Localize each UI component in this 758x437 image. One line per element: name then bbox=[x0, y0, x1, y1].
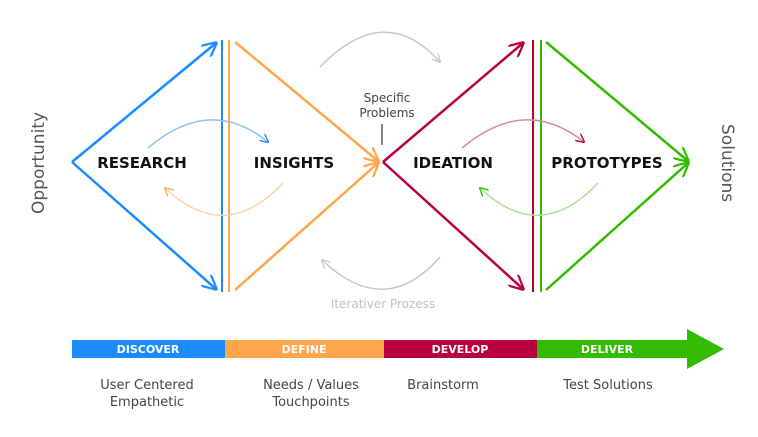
iteration-arrow-research-forward bbox=[147, 119, 268, 149]
process-arrow-bottom bbox=[322, 256, 441, 290]
deliver-diamond-half bbox=[545, 41, 688, 291]
phase-bar-define bbox=[225, 340, 384, 358]
stage-research: RESEARCH bbox=[97, 154, 187, 172]
specific-problems-line1: Specific bbox=[364, 91, 411, 105]
opportunity-label: Opportunity bbox=[29, 112, 49, 214]
phase-label-develop: DEVELOP bbox=[432, 343, 489, 356]
phase-bar-deliver bbox=[537, 340, 688, 358]
phase-desc-discover-1: User Centered bbox=[100, 378, 193, 393]
phase-label-discover: DISCOVER bbox=[117, 343, 180, 356]
phase-label-define: DEFINE bbox=[282, 343, 327, 356]
stage-insights: INSIGHTS bbox=[254, 154, 334, 172]
phase-desc-define-2: Touchpoints bbox=[271, 395, 349, 410]
stage-ideation: IDEATION bbox=[413, 154, 493, 172]
specific-problems-line2: Problems bbox=[359, 106, 414, 120]
phase-bar-arrowhead bbox=[687, 329, 724, 369]
phase-bar-develop bbox=[384, 340, 537, 358]
phase-desc-discover-2: Empathetic bbox=[110, 395, 184, 410]
phase-desc-define-1: Needs / Values bbox=[263, 378, 359, 393]
develop-diamond-half bbox=[382, 40, 542, 292]
define-diamond-half bbox=[234, 41, 378, 291]
stage-prototypes: PROTOTYPES bbox=[551, 154, 662, 172]
iteration-arrow-ideation-forward bbox=[461, 119, 584, 149]
iteration-arrow-prototypes-back bbox=[480, 182, 599, 217]
iteration-arrow-insights-back bbox=[165, 182, 284, 217]
process-arrow-top bbox=[319, 31, 440, 68]
discover-diamond-half bbox=[71, 40, 230, 292]
iterative-process-label: Iterativer Prozess bbox=[331, 297, 435, 311]
solutions-label: Solutions bbox=[717, 124, 737, 202]
phase-desc-deliver-1: Test Solutions bbox=[562, 378, 653, 393]
phase-bar-discover bbox=[72, 340, 225, 358]
phase-label-deliver: DELIVER bbox=[581, 343, 634, 356]
phase-desc-develop-1: Brainstorm bbox=[407, 378, 479, 393]
